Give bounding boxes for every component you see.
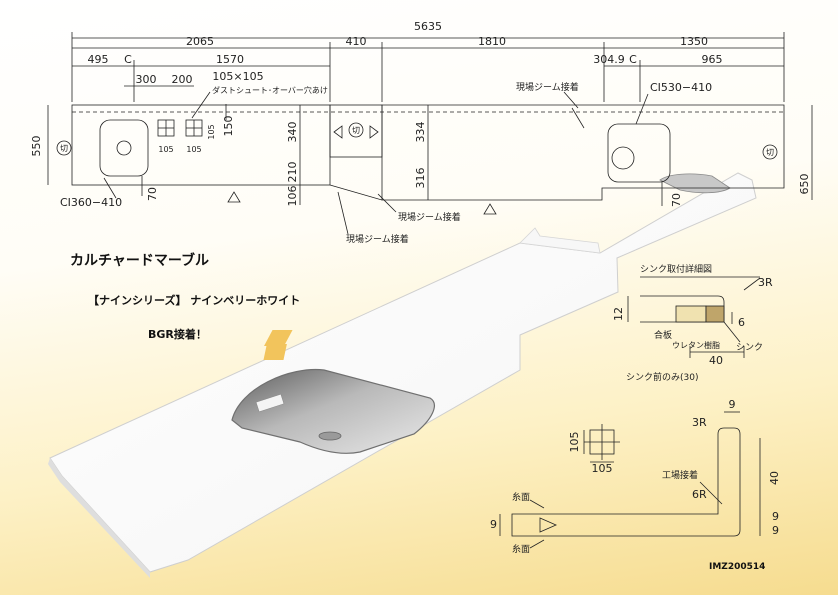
edge-detail-factory-bond: 工場接着 [662,469,698,481]
dim-105x105: 105×105 [212,70,263,83]
dim-410: 410 [346,35,367,48]
dim-316: 316 [414,168,427,189]
edge-detail-hole-h: 105 [592,462,613,475]
sink-detail-urethane [705,305,725,323]
dim-105a: 105 [158,145,173,154]
drawing-code: IMZ200514 [709,562,766,572]
svg-text:切: 切 [766,148,774,157]
sink-detail-plywood-label: 合板 [654,329,672,341]
product-series: 【ナインシリーズ】 ナインベリーホワイト [88,294,301,307]
photo-hole-2 [264,330,293,346]
left-sink-drain [116,140,132,156]
sink-detail-urethane-label: ウレタン樹脂 [672,340,720,350]
edge-detail-arrow [539,517,557,533]
edge-detail-profile [511,427,741,537]
dim-340: 340 [286,122,299,143]
dim-150: 150 [222,116,235,137]
edge-detail-d40: 40 [768,471,781,485]
edge-detail-r3: 3R [692,416,707,429]
dim-105b: 105 [186,145,201,154]
sink-detail-d6: 6 [738,316,745,329]
sink-detail-d40: 40 [709,354,723,367]
edge-detail-d9d: 9 [490,518,497,531]
dim-200: 200 [172,73,193,86]
dim-70-right: 70 [670,193,683,207]
left-sink-label: CI360−410 [60,196,122,209]
cut-mark-center: 切 [348,122,364,138]
edge-detail-d9: 9 [729,398,736,411]
plan-seam-right [571,107,585,129]
edge-detail-d9b: 9 [772,510,779,523]
dim-1810: 1810 [478,35,506,48]
sink-detail-sink-label: シンク [736,342,763,353]
photo-right-sink [659,173,731,194]
sink-detail-front-note: シンク前のみ(30) [626,371,698,383]
dim-105c: 105 [207,124,216,139]
dim-2065: 2065 [186,35,214,48]
edge-detail-thread-top: 糸面 [512,491,530,503]
photo-hole-1 [263,344,287,360]
edge-detail-d9c: 9 [772,524,779,537]
product-name: カルチャードマーブル [70,253,210,269]
svg-text:切: 切 [352,126,360,135]
dim-304-9: 304.9 [593,53,625,66]
sink-detail-r: 3R [758,276,773,289]
photo-sink-label [255,393,285,413]
dim-c-left: C [124,53,132,66]
dim-965: 965 [702,53,723,66]
duct-hole-note: ダストシュート･オーバー穴あけ [212,85,328,95]
plan-drawing [47,32,813,235]
sink-detail-top [640,295,725,323]
plan-seam-diagonal [329,184,383,201]
sink-detail-title: シンク取付詳細図 [640,263,712,275]
right-sink-label: CI530−410 [650,81,712,94]
dim-70-left: 70 [146,187,159,201]
svg-text:切: 切 [60,144,68,153]
cut-arrow-center [333,125,379,139]
edge-detail [499,411,761,549]
left-sink-outline [99,119,149,177]
dim-overall: 5635 [414,20,442,33]
seam-label-top: 現場ジーム接着 [516,81,579,93]
dim-210: 210 [286,162,299,183]
dim-106: 106 [286,186,299,207]
sink-detail-d12: 12 [612,307,625,321]
dim-1570: 1570 [216,53,244,66]
countertop-front-edge [48,458,150,578]
countertop-return-wing [519,227,601,254]
countertop-surface [49,172,757,573]
right-sink-outline [607,123,671,183]
photo-drain [318,431,342,441]
dim-495: 495 [88,53,109,66]
seam-label-low: 現場ジーム接着 [346,233,409,245]
right-sink-drain [611,146,635,170]
countertop-photo [48,172,757,578]
edge-detail-hole-v: 105 [568,432,581,453]
dim-334: 334 [414,122,427,143]
edge-detail-thread-bottom: 糸面 [512,543,530,555]
sink-detail [627,276,761,358]
dim-1350: 1350 [680,35,708,48]
dim-550: 550 [30,136,43,157]
dim-300: 300 [136,73,157,86]
bond-note: BGR接着！ [148,328,207,341]
sink-detail-plywood [675,305,707,323]
cut-mark-right: 切 [762,144,778,160]
dim-c-right: C [629,53,637,66]
plan-marker-2 [483,203,497,215]
edge-detail-r6: 6R [692,488,707,501]
seam-label-mid: 現場ジーム接着 [398,211,461,223]
cut-mark-left: 切 [56,140,72,156]
dim-650: 650 [798,174,811,195]
plan-marker-1 [227,191,241,203]
photo-sink-bowl [231,368,435,454]
